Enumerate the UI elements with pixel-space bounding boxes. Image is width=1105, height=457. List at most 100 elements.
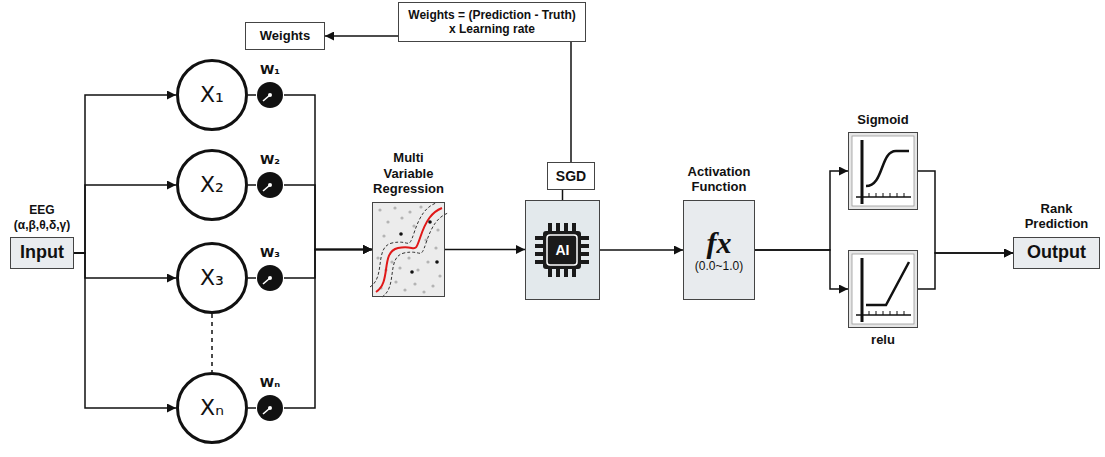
connector (755, 171, 848, 250)
scatter-dot (426, 260, 429, 263)
weight-label: W₁ (253, 62, 287, 78)
dial-shape (256, 81, 284, 109)
scatter-dot (390, 260, 393, 263)
node-body: X₂ (200, 172, 224, 198)
connector (284, 250, 372, 409)
plot-ground (848, 132, 918, 210)
plot-ground (848, 250, 918, 328)
margin-curve (382, 213, 448, 297)
box-label: Weights (260, 28, 310, 44)
connector (562, 190, 564, 200)
regression-curve (376, 208, 442, 292)
scatter-dot (434, 246, 437, 249)
weight-dial: W₃ (256, 264, 284, 292)
output-box: Rank PredictionOutput (1013, 237, 1100, 269)
stage-heading: Activation Function (674, 164, 764, 195)
dial-face (257, 172, 283, 198)
connector (445, 249, 525, 251)
connector (284, 95, 372, 250)
scatter-dot (422, 290, 425, 293)
plot-ticks (869, 311, 904, 315)
scatter-dot (386, 220, 389, 223)
plot-axis (861, 258, 864, 322)
outlier-dots (399, 220, 439, 274)
scatter-dot (412, 224, 415, 227)
node-body: AI (556, 242, 570, 259)
scatter-dot (407, 256, 410, 259)
scatter-dot (403, 288, 406, 291)
sigmoid-plot: Sigmoid (848, 132, 918, 210)
scatter-dot (419, 205, 422, 208)
dial-shape (256, 171, 284, 199)
scatter-dot (438, 274, 441, 277)
continuation-line (211, 314, 213, 372)
connector (74, 253, 176, 408)
weights-box: Weights (245, 22, 325, 50)
input-variable: Xₙ (200, 395, 224, 421)
scatter-dot (382, 234, 385, 237)
box-label: Output (1027, 242, 1086, 264)
node-body: X₁ (200, 82, 224, 108)
scatter-dot (394, 280, 397, 283)
plot-panel (852, 254, 914, 324)
node-body: SGD (556, 168, 586, 185)
scatter-dot (413, 282, 416, 285)
weight-label: Wₙ (253, 375, 287, 391)
plot-panel (852, 136, 914, 206)
weight-dial: Wₙ (256, 394, 284, 422)
plot-heading: relu (853, 332, 913, 348)
node-body: Output (1027, 242, 1086, 264)
sgd-box: SGD (547, 162, 595, 190)
connector (248, 184, 256, 186)
connector (755, 250, 848, 289)
scatter-dot (436, 228, 439, 231)
connector (248, 407, 256, 409)
scatter-dot (408, 210, 411, 213)
scatter-dot (431, 284, 434, 287)
dial-face (257, 265, 283, 291)
node-body: Xₙ (200, 395, 224, 421)
scatter-dot (393, 206, 396, 209)
dial-shape (256, 394, 284, 422)
sigmoid-curve (866, 151, 909, 186)
connector (600, 249, 683, 251)
connector (284, 185, 372, 250)
dial-hub (268, 406, 272, 410)
connector (248, 277, 256, 279)
scatter-dot (400, 216, 403, 219)
node-body: Input (20, 242, 64, 264)
input-box: EEG (α,β,θ,δ,γ)Input (10, 237, 74, 269)
weight-dial: W₁ (256, 81, 284, 109)
scatter-dot (376, 256, 379, 259)
connector (284, 250, 372, 279)
input-variable: X₂ (200, 172, 224, 198)
connector (570, 42, 572, 162)
connector (918, 253, 1013, 289)
function-symbol: fx (707, 226, 732, 259)
connector (325, 35, 398, 37)
stage-heading: Rank Prediction (1012, 201, 1102, 232)
chip-label: AI (556, 242, 570, 259)
plot-axis (861, 140, 864, 204)
box-label: Input (20, 242, 64, 264)
scatter-dots (376, 205, 441, 293)
dial-hub (268, 276, 272, 280)
chip-inner-frame (547, 235, 577, 265)
relu-curve (866, 262, 909, 305)
chip-body (543, 231, 581, 269)
plot-ticks (869, 193, 904, 197)
node-body: Weights = (Prediction - Truth) x Learnin… (406, 8, 578, 37)
connector (74, 253, 176, 278)
connectors (74, 36, 1013, 408)
range-label: (0.0~1.0) (695, 259, 743, 273)
margin-curve (370, 203, 436, 287)
scatter-dot (378, 208, 381, 211)
dial-hub (268, 183, 272, 187)
ai-ground (525, 200, 600, 300)
weight-dial: W₂ (256, 171, 284, 199)
chip-pins (535, 223, 589, 277)
formula-text: Weights = (Prediction - Truth) x Learnin… (406, 8, 578, 37)
outlier-dot (410, 270, 414, 274)
